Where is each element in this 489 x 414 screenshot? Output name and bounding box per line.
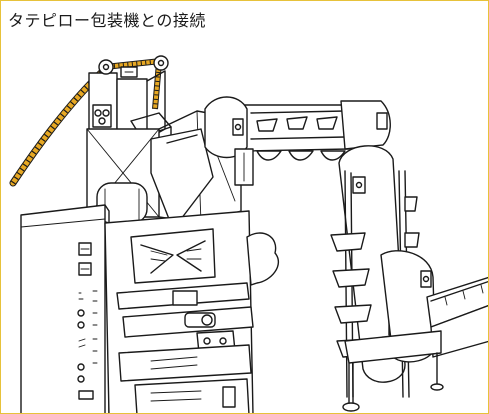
elevator-base xyxy=(342,330,444,412)
arm-buckets xyxy=(256,116,346,161)
bucket-elevator-arm xyxy=(204,96,391,186)
cabinet-ticks xyxy=(78,290,98,364)
illustration-caption: タテピロー包装機との接続 xyxy=(8,11,206,30)
packaging-machine-body xyxy=(20,110,280,413)
